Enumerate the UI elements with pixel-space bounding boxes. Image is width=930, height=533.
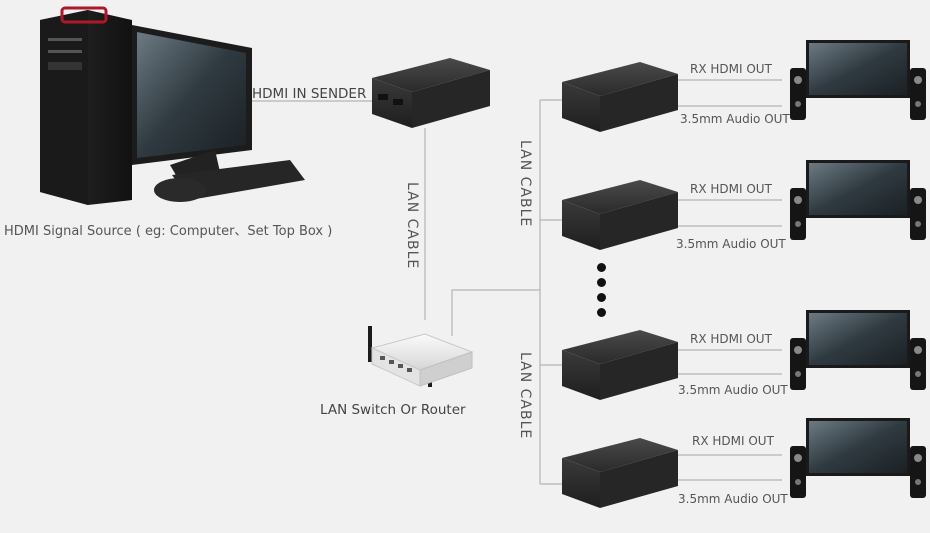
ellipsis-dot <box>597 293 606 302</box>
hdmi-sender-device <box>372 58 490 128</box>
computer-tower <box>40 6 132 205</box>
rx-hdmi-out-label-2: RX HDMI OUT <box>690 182 772 196</box>
audio-out-label-4: 3.5mm Audio OUT <box>678 492 788 506</box>
rx-hdmi-out-label-4: RX HDMI OUT <box>692 434 774 448</box>
hdmi-in-sender-label: HDMI IN SENDER <box>252 86 367 102</box>
tv-set-3 <box>790 310 926 390</box>
switch-router-label: LAN Switch Or Router <box>320 402 466 418</box>
tv-set-1 <box>790 40 926 120</box>
ellipsis-dot <box>597 278 606 287</box>
keyboard-and-mouse <box>154 160 305 202</box>
lan-cable-label-bottom: LAN CABLE <box>517 352 533 440</box>
signal-source-label: HDMI Signal Source ( eg: Computer、Set To… <box>4 224 333 239</box>
audio-out-label-2: 3.5mm Audio OUT <box>676 237 786 251</box>
receiver-device-3 <box>562 330 678 400</box>
lan-switch-router <box>368 326 474 387</box>
lan-cable-label-top: LAN CABLE <box>517 140 533 228</box>
rx-hdmi-out-label-3: RX HDMI OUT <box>690 332 772 346</box>
lan-cable-label-sender: LAN CABLE <box>404 182 420 270</box>
ellipsis-dot <box>597 308 606 317</box>
ellipsis-dot <box>597 263 606 272</box>
receiver-device-1 <box>562 62 678 132</box>
tv-set-2 <box>790 160 926 240</box>
tv-set-4 <box>790 418 926 498</box>
receiver-device-4 <box>562 438 678 508</box>
rx-hdmi-out-label-1: RX HDMI OUT <box>690 62 772 76</box>
router-lan-line <box>451 289 540 336</box>
connection-lines <box>250 79 782 485</box>
audio-out-label-1: 3.5mm Audio OUT <box>680 112 790 126</box>
audio-out-label-3: 3.5mm Audio OUT <box>678 383 788 397</box>
computer-monitor <box>132 25 252 182</box>
receiver-device-2 <box>562 180 678 250</box>
